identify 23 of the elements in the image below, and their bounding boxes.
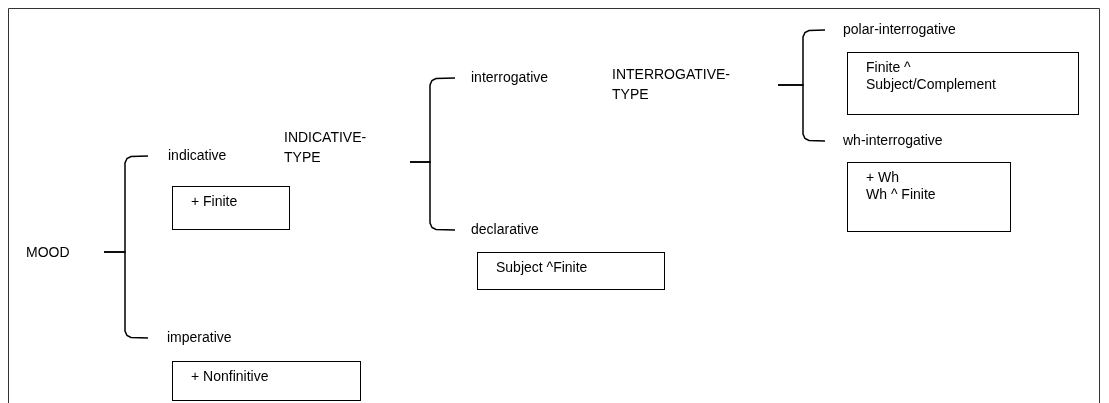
feature-label-text: interrogative: [471, 68, 549, 86]
feature-label-text: indicative: [168, 146, 227, 164]
system-label-text: INDICATIVE- TYPE: [284, 128, 368, 167]
feature-label-text: MOOD: [26, 243, 70, 261]
realization-box: [172, 186, 290, 230]
realization-box: [847, 162, 1011, 232]
bracket-connector: [103, 251, 149, 339]
system-label-text: INTERROGATIVE- TYPE: [612, 65, 731, 104]
realization-box: [477, 252, 665, 290]
feature-label-text: imperative: [167, 328, 232, 346]
realization-text: Subject ^Finite: [496, 259, 589, 276]
feature-label-text: wh-interrogative: [843, 131, 943, 149]
realization-text: + Nonfinitive: [191, 368, 270, 385]
feature-label-text: declarative: [471, 220, 539, 238]
realization-box: [847, 52, 1079, 115]
feature-label-text: polar-interrogative: [843, 20, 956, 38]
bracket-connector: [409, 161, 456, 231]
realization-box: [172, 361, 361, 401]
realization-text: + Finite: [191, 193, 239, 210]
realization-text: Wh ^ Finite: [866, 186, 937, 203]
realization-text: + Wh: [866, 169, 901, 186]
realization-text: Finite ^ Subject/Complement: [866, 59, 997, 93]
bracket-connector: [777, 84, 826, 142]
